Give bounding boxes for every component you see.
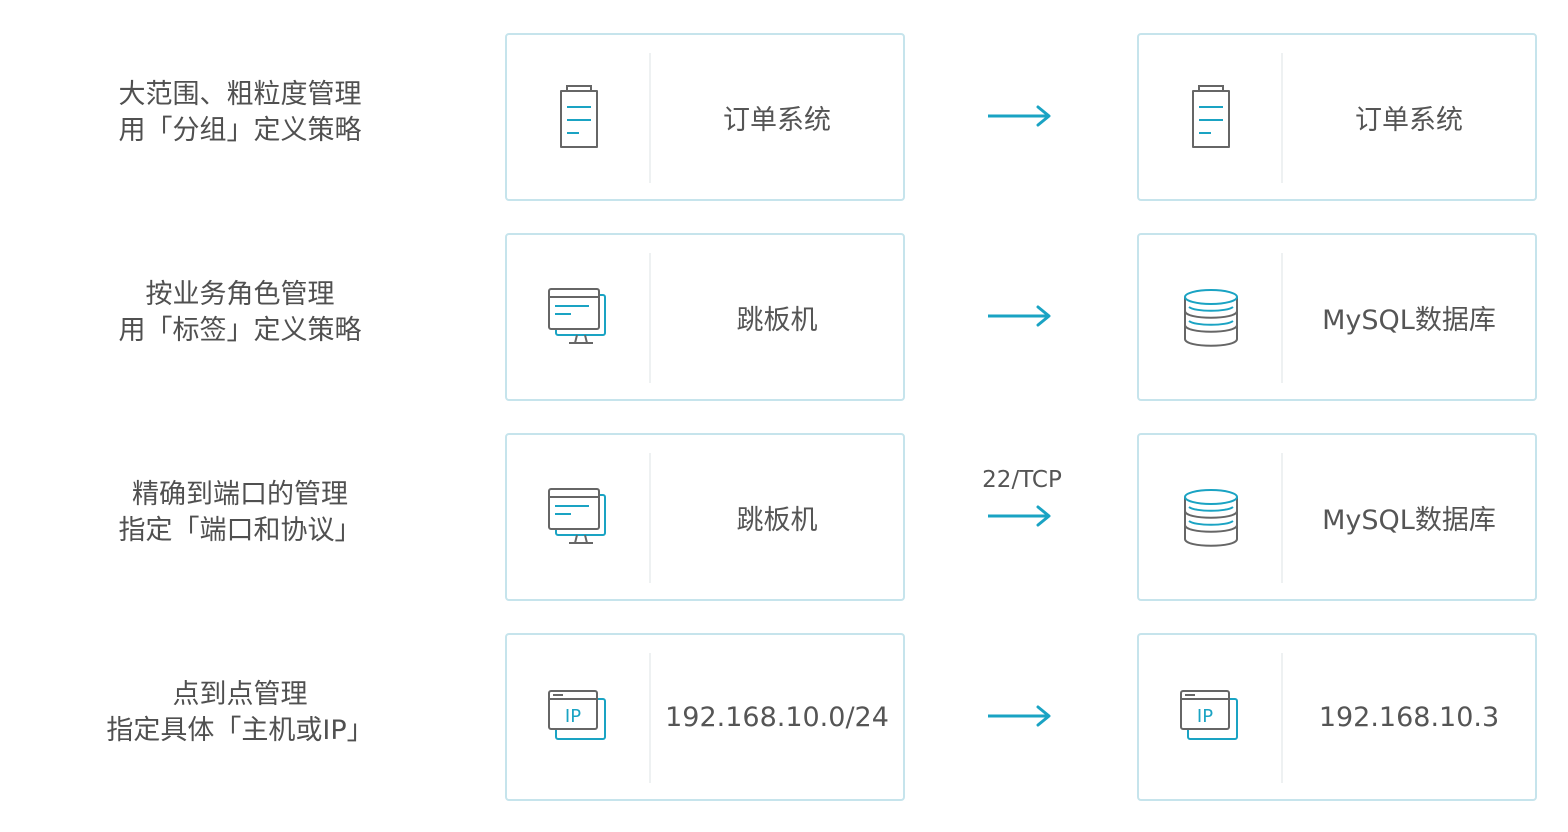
card-divider <box>649 53 651 183</box>
description-line: 指定具体「主机或IP」 <box>106 715 374 746</box>
source-card: 跳板机 <box>505 233 905 401</box>
row-description: 精确到端口的管理 指定「端口和协议」 <box>40 477 440 549</box>
card-divider <box>1281 653 1283 783</box>
database-icon <box>1184 489 1238 547</box>
arrow-right-icon <box>988 305 1051 327</box>
policy-row: 按业务角色管理 用「标签」定义策略 跳板机 MySQL数据库 <box>0 233 1568 401</box>
document-icon <box>560 85 598 148</box>
source-label: 跳板机 <box>736 504 818 536</box>
source-label: 跳板机 <box>736 304 818 336</box>
description-line: 用「标签」定义策略 <box>118 315 362 346</box>
card-divider <box>1281 453 1283 583</box>
policy-row: 精确到端口的管理 指定「端口和协议」 跳板机 22/TCP MySQL数据 <box>0 433 1568 601</box>
row-description: 按业务角色管理 用「标签」定义策略 <box>40 277 440 349</box>
target-card: MySQL数据库 <box>1137 433 1537 601</box>
target-card: 订单系统 <box>1137 33 1537 201</box>
target-label: MySQL数据库 <box>1322 304 1496 336</box>
target-label: 订单系统 <box>1355 104 1463 136</box>
arrow-right-icon <box>988 705 1051 727</box>
target-label: MySQL数据库 <box>1322 504 1496 536</box>
target-card: MySQL数据库 <box>1137 233 1537 401</box>
card-divider <box>649 653 651 783</box>
ip-window-icon: IP <box>1180 690 1238 740</box>
card-divider <box>1281 253 1283 383</box>
source-label: 192.168.10.0/24 <box>665 701 889 733</box>
description-line: 大范围、粗粒度管理 <box>118 79 362 110</box>
arrow-right-icon <box>988 505 1051 527</box>
row-description: 大范围、粗粒度管理 用「分组」定义策略 <box>40 77 440 149</box>
description-line: 按业务角色管理 <box>145 279 335 310</box>
monitor-icon <box>548 488 606 544</box>
description-line: 指定「端口和协议」 <box>118 515 362 546</box>
source-label: 订单系统 <box>723 104 831 136</box>
policy-row: 大范围、粗粒度管理 用「分组」定义策略 订单系统 订单系统 <box>0 33 1568 201</box>
database-icon <box>1184 289 1238 347</box>
svg-text:IP: IP <box>565 706 581 727</box>
ip-window-icon: IP <box>548 690 606 740</box>
description-line: 点到点管理 <box>172 679 308 710</box>
card-divider <box>649 253 651 383</box>
target-card: IP 192.168.10.3 <box>1137 633 1537 801</box>
description-line: 精确到端口的管理 <box>132 479 348 510</box>
policy-row: 点到点管理 指定具体「主机或IP」 IP 192.168.10.0/24 IP … <box>0 633 1568 801</box>
monitor-icon <box>548 288 606 344</box>
card-divider <box>1281 53 1283 183</box>
source-card: 订单系统 <box>505 33 905 201</box>
row-description: 点到点管理 指定具体「主机或IP」 <box>40 677 440 749</box>
target-label: 192.168.10.3 <box>1318 701 1500 733</box>
card-divider <box>649 453 651 583</box>
svg-text:IP: IP <box>1197 706 1213 727</box>
protocol-label: 22/TCP <box>982 467 1062 493</box>
document-icon <box>1192 85 1230 148</box>
arrow-right-icon <box>988 105 1051 127</box>
description-line: 用「分组」定义策略 <box>118 115 362 146</box>
source-card: 跳板机 <box>505 433 905 601</box>
source-card: IP 192.168.10.0/24 <box>505 633 905 801</box>
